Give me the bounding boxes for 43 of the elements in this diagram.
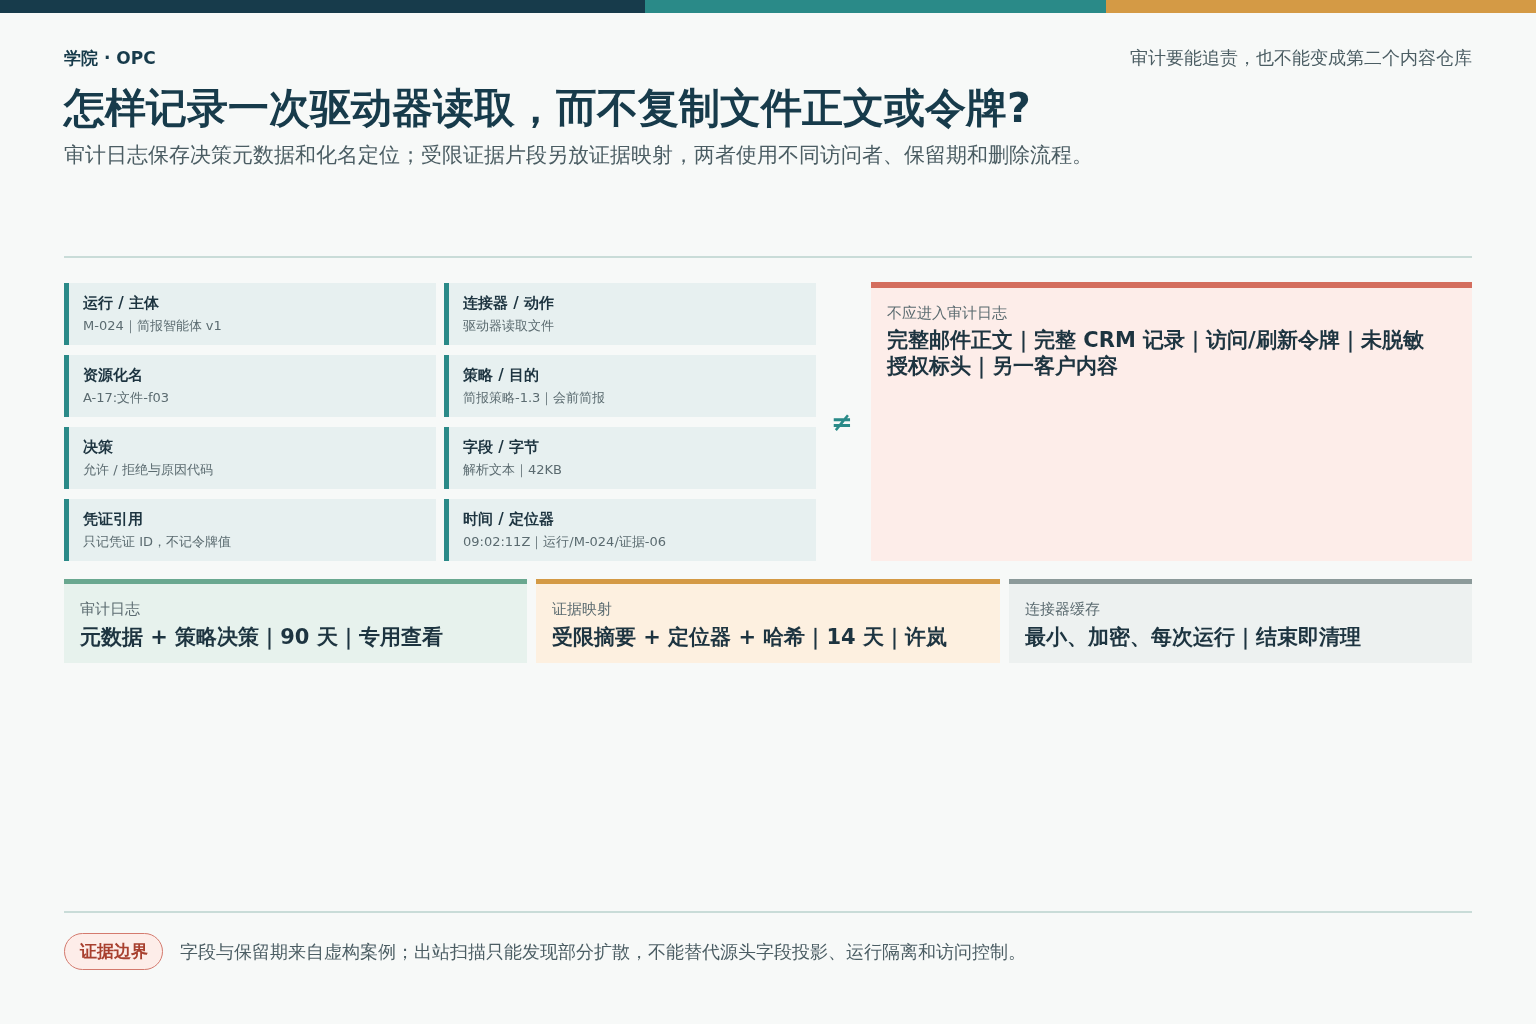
letterhead: 学院 · OPC [64, 47, 156, 69]
card-text: M-024｜简报智能体 v1 [83, 317, 222, 335]
panel-heading: 不应进入审计日志 [887, 304, 1007, 322]
card-text: 09:02:11Z｜运行/M-024/证据-06 [463, 533, 666, 551]
card-text: 驱动器读取文件 [463, 317, 554, 335]
field-card [444, 427, 816, 489]
card-heading: 资源化名 [83, 366, 143, 384]
card-text: 只记凭证 ID，不记令牌值 [83, 533, 231, 551]
card-heading: 凭证引用 [83, 510, 143, 528]
card-heading: 连接器 / 动作 [463, 294, 554, 312]
field-card [64, 283, 436, 345]
card-text: 解析文本｜42KB [463, 461, 562, 479]
card-text: 最小、加密、每次运行｜结束即清理 [1025, 624, 1361, 651]
footnote: 字段与保留期来自虚构案例；出站扫描只能发现部分扩散，不能替代源头字段投影、运行隔离和访问控制。 [180, 940, 1026, 964]
field-card [64, 499, 436, 561]
card-heading: 连接器缓存 [1025, 600, 1100, 618]
store-card [1009, 579, 1472, 663]
card-heading: 字段 / 字节 [463, 438, 539, 456]
not-equal-sign: ≠ [831, 406, 853, 438]
panel-text: 完整邮件正文｜完整 CRM 记录｜访问/刷新令牌｜未脱敏授权标头｜另一客户内容 [887, 327, 1425, 379]
card-heading: 证据映射 [552, 600, 612, 618]
warning-panel [871, 282, 1472, 561]
card-text: 允许 / 拒绝与原因代码 [83, 461, 213, 479]
card-heading: 时间 / 定位器 [463, 510, 554, 528]
subtitle: 审计日志保存决策元数据和化名定位；受限证据片段另放证据映射，两者使用不同访问者、保留期和删除流程。 [64, 142, 1093, 169]
card-heading: 运行 / 主体 [83, 294, 159, 312]
card-text: A-17:文件-f03 [83, 389, 170, 407]
card-heading: 策略 / 目的 [463, 366, 539, 384]
card-text: 受限摘要 + 定位器 + 哈希｜14 天｜许岚 [552, 624, 947, 651]
card-heading: 决策 [83, 438, 113, 456]
title: 怎样记录一次驱动器读取，而不复制文件正文或令牌? [64, 83, 1031, 133]
card-text: 简报策略-1.3｜会前简报 [463, 389, 606, 407]
field-card [444, 355, 816, 417]
store-card [536, 579, 1000, 663]
field-card [444, 499, 816, 561]
card-text: 元数据 + 策略决策｜90 天｜专用查看 [80, 624, 443, 651]
card-heading: 审计日志 [80, 600, 140, 618]
store-card [64, 579, 527, 663]
field-card [64, 355, 436, 417]
field-card [444, 283, 816, 345]
label-badge: 证据边界 [64, 933, 163, 970]
tagline: 审计要能追责，也不能变成第二个内容仓库 [1130, 47, 1472, 69]
field-card [64, 427, 436, 489]
